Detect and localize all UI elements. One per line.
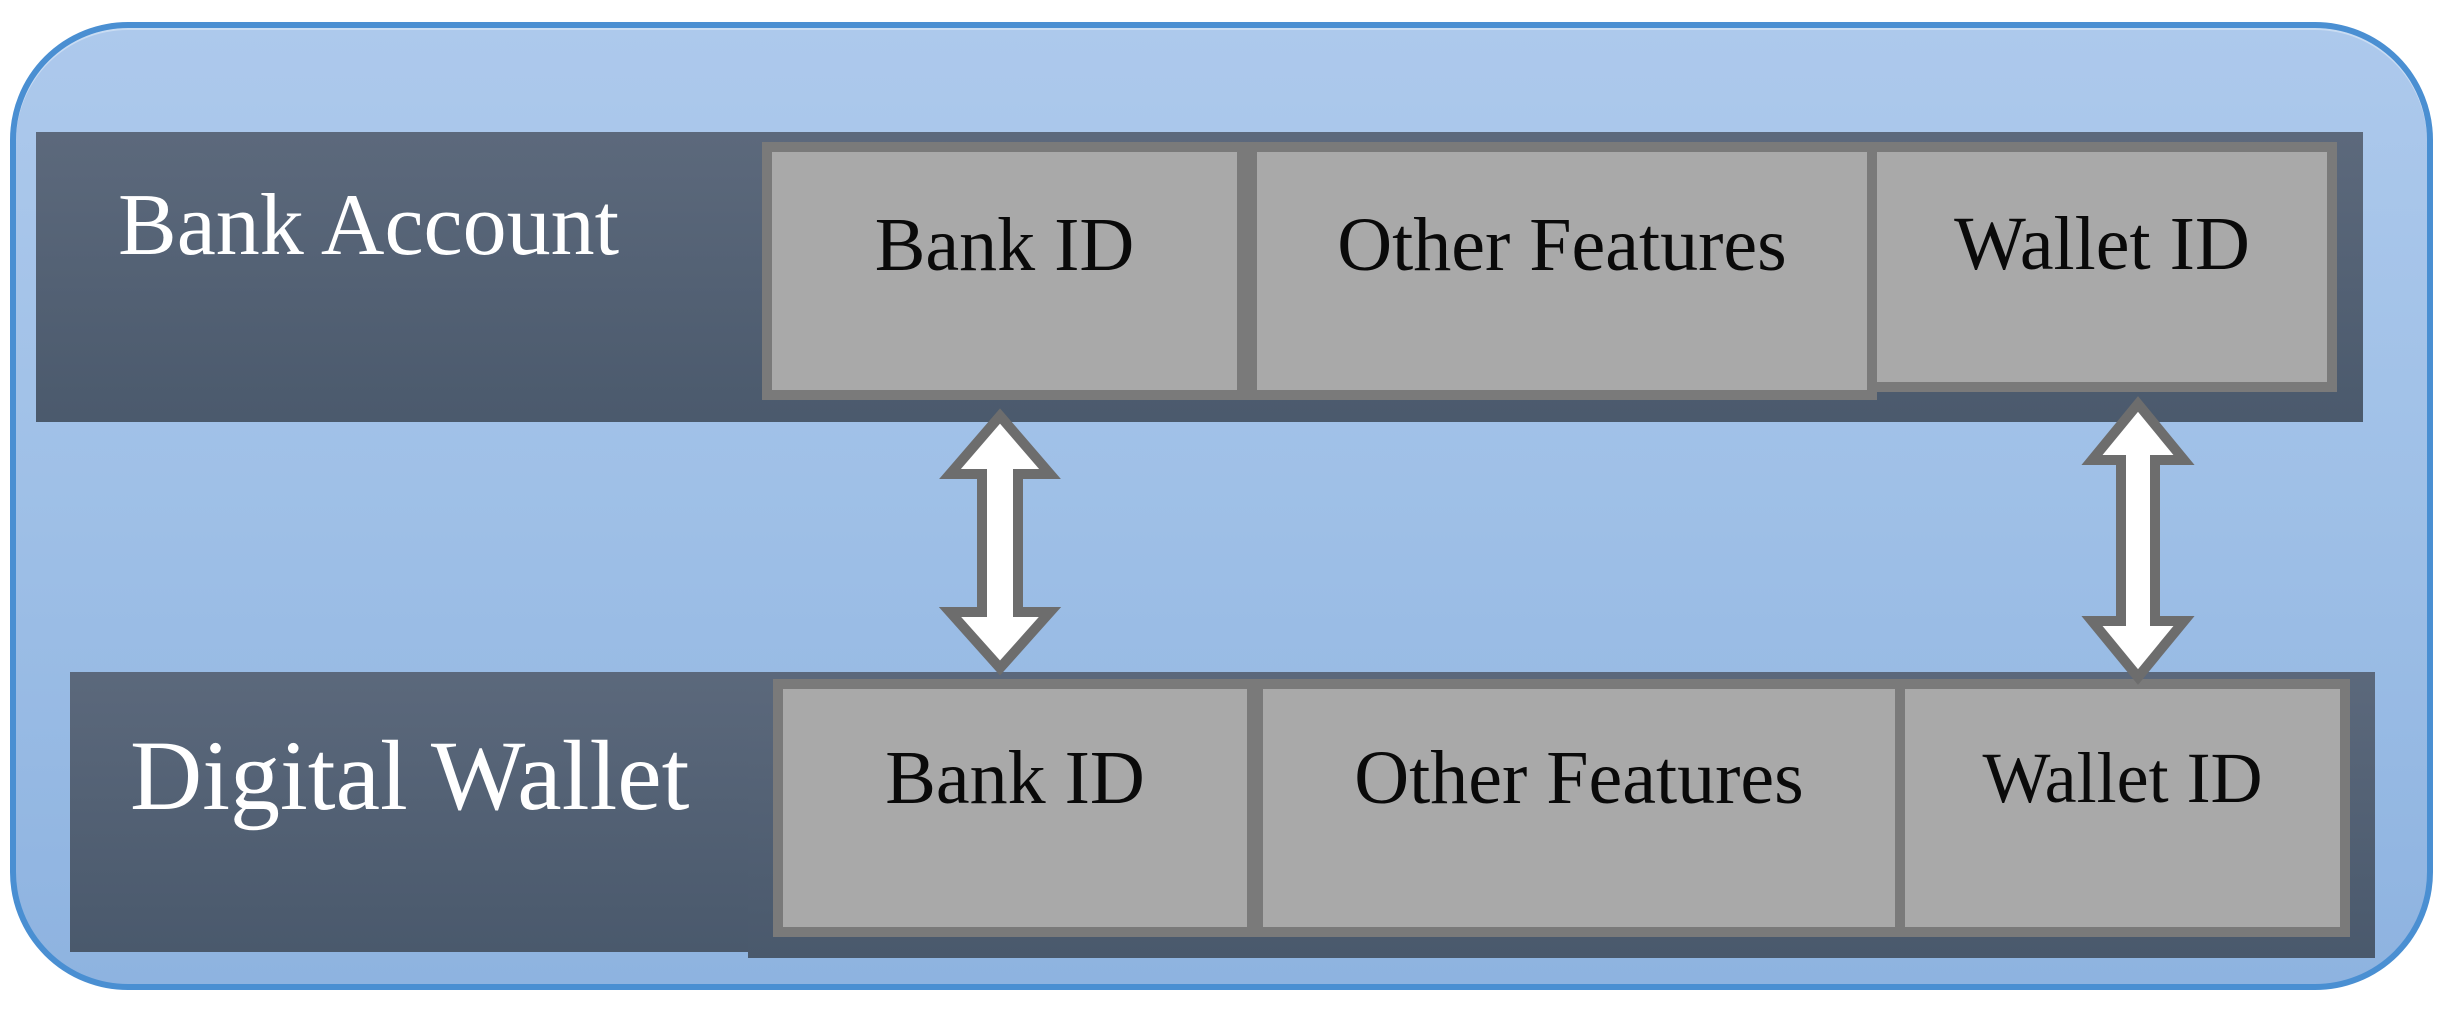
row-label-bank-account: Bank Account: [118, 177, 620, 274]
field-box-bank-account-bank-id: Bank ID: [762, 142, 1247, 400]
digital-wallet-bar: [70, 672, 748, 952]
field-box-bank-account-other-features: Other Features: [1247, 142, 1877, 400]
field-box-digital-wallet-other-features: Other Features: [1253, 679, 1905, 937]
bank-account-bar: [36, 132, 767, 422]
field-box-bank-account-wallet-id: Wallet ID: [1867, 142, 2337, 392]
row-label-digital-wallet: Digital Wallet: [130, 720, 690, 831]
field-box-digital-wallet-wallet-id: Wallet ID: [1895, 679, 2350, 937]
field-box-digital-wallet-bank-id: Bank ID: [773, 679, 1257, 937]
